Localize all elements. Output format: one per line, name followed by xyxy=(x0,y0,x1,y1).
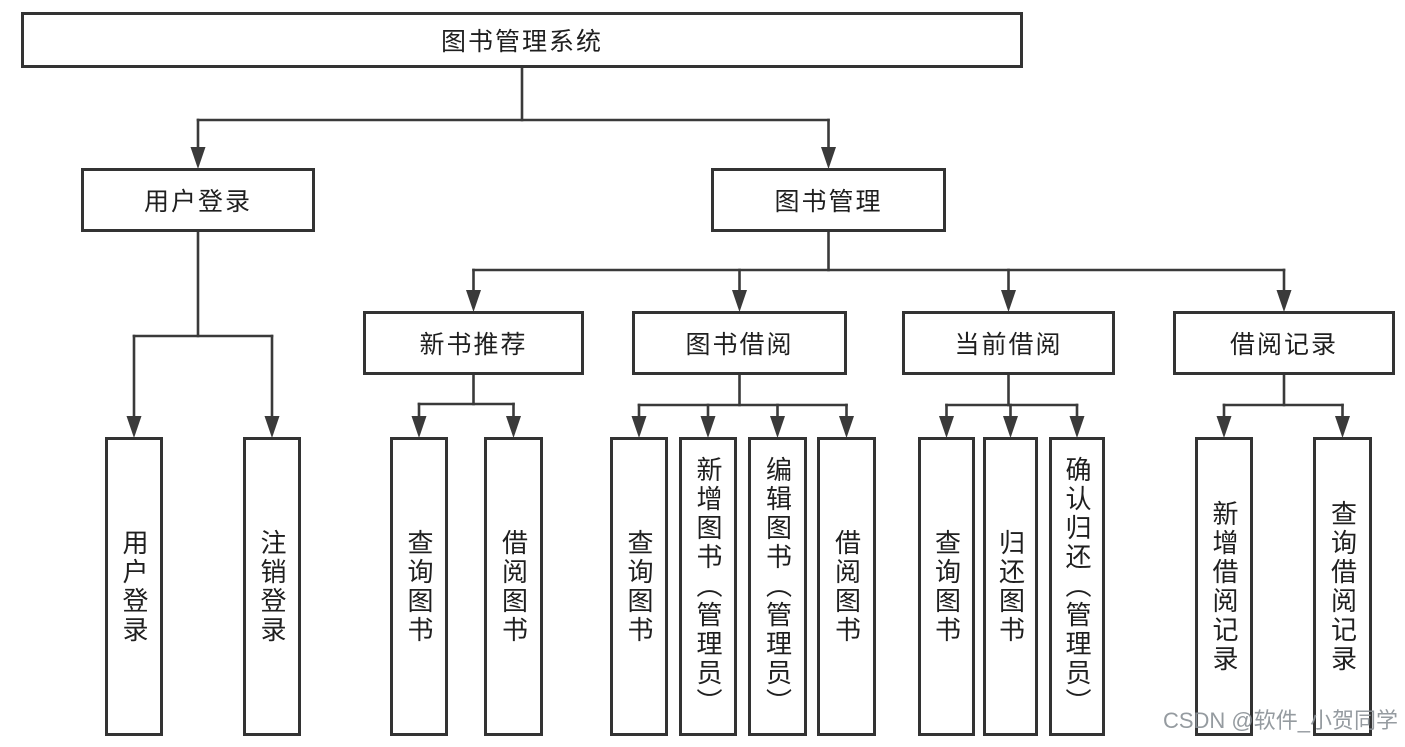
arrowhead-icon xyxy=(126,416,142,438)
arrowhead-icon xyxy=(1003,416,1018,438)
node-leaf-borrow-book-1: 借阅图书 xyxy=(484,437,543,736)
node-leaf-confirm-return: 确认归还（管理员） xyxy=(1049,437,1105,736)
node-current-borrow: 当前借阅 xyxy=(902,311,1115,375)
arrowhead-icon xyxy=(821,147,836,169)
arrowhead-icon xyxy=(732,290,747,312)
node-leaf-query-book-2: 查询图书 xyxy=(610,437,668,736)
arrowhead-icon xyxy=(1069,416,1085,438)
node-leaf-query-borrow-record: 查询借阅记录 xyxy=(1313,437,1372,736)
arrowhead-icon xyxy=(1216,416,1232,438)
arrowhead-icon xyxy=(700,416,716,438)
node-leaf-user-login: 用户登录 xyxy=(105,437,163,736)
node-new-book-recommend: 新书推荐 xyxy=(363,311,584,375)
node-leaf-add-book: 新增图书（管理员） xyxy=(679,437,737,736)
node-user-login: 用户登录 xyxy=(81,168,315,232)
node-leaf-logout: 注销登录 xyxy=(243,437,301,736)
arrowhead-icon xyxy=(1335,416,1350,438)
node-book-borrow: 图书借阅 xyxy=(632,311,847,375)
node-leaf-return-book: 归还图书 xyxy=(983,437,1038,736)
node-leaf-add-borrow-record: 新增借阅记录 xyxy=(1195,437,1253,736)
node-borrow-record: 借阅记录 xyxy=(1173,311,1395,375)
node-root: 图书管理系统 xyxy=(21,12,1023,68)
arrowhead-icon xyxy=(770,416,785,438)
node-leaf-borrow-book-2: 借阅图书 xyxy=(817,437,876,736)
node-book-mgmt: 图书管理 xyxy=(711,168,946,232)
arrowhead-icon xyxy=(939,416,954,438)
node-leaf-query-book-1: 查询图书 xyxy=(390,437,448,736)
arrowhead-icon xyxy=(466,290,481,312)
node-leaf-query-book-3: 查询图书 xyxy=(918,437,975,736)
arrowhead-icon xyxy=(264,416,280,438)
arrowhead-icon xyxy=(190,147,206,169)
node-leaf-edit-book: 编辑图书（管理员） xyxy=(748,437,807,736)
arrowhead-icon xyxy=(1001,290,1016,312)
arrowhead-icon xyxy=(1276,290,1292,312)
arrowhead-icon xyxy=(631,416,647,438)
arrowhead-icon xyxy=(506,416,521,438)
arrowhead-icon xyxy=(839,416,854,438)
arrowhead-icon xyxy=(411,416,427,438)
